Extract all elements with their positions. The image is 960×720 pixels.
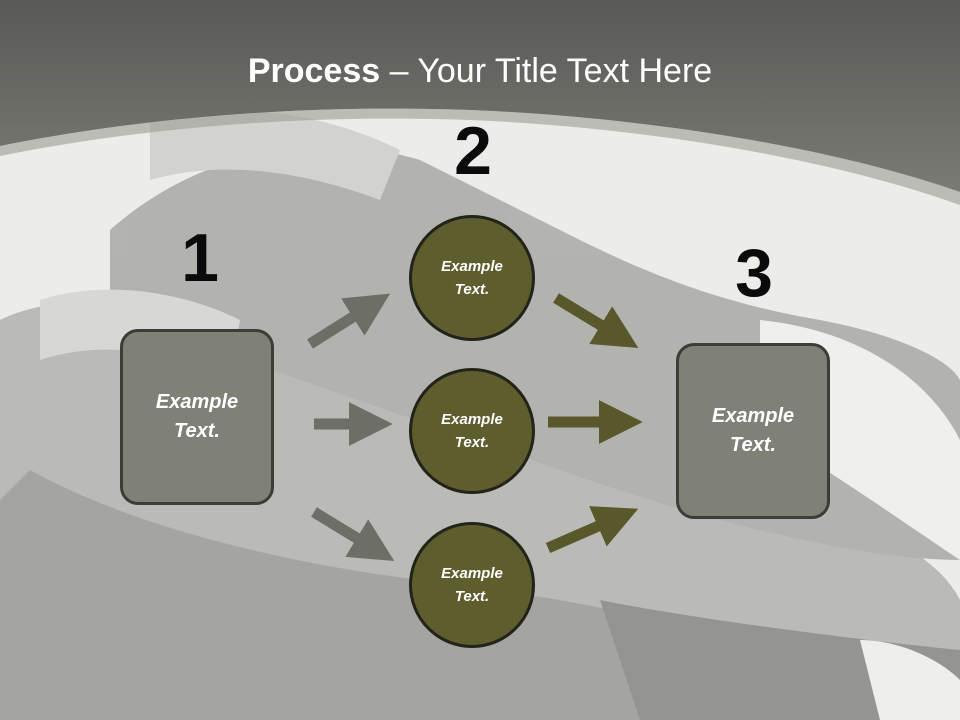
step2-circle-2-text: Example Text. bbox=[441, 411, 503, 451]
arrow-step1-to-circle3 bbox=[311, 507, 395, 562]
slide-title-rest: – Your Title Text Here bbox=[380, 52, 713, 90]
slide-title-bold: Process bbox=[247, 52, 381, 90]
step-number-3: 3 bbox=[735, 235, 773, 311]
step2-circle-3-text: Example Text. bbox=[441, 565, 503, 605]
step3-box: Example Text. bbox=[676, 343, 830, 519]
step2-circle-3: Example Text. bbox=[409, 522, 535, 648]
slide-title: Process – Your Title Text Here bbox=[0, 52, 960, 91]
arrow-step1-to-circle1 bbox=[307, 293, 391, 349]
step2-circle-1: Example Text. bbox=[409, 215, 535, 341]
arrow-circle3-to-step3 bbox=[545, 506, 639, 554]
step2-circle-1-text: Example Text. bbox=[441, 258, 503, 298]
step-number-1: 1 bbox=[181, 220, 219, 296]
step1-text: Example Text. bbox=[155, 391, 239, 442]
step2-circle-2: Example Text. bbox=[409, 368, 535, 494]
step-number-2: 2 bbox=[454, 113, 492, 189]
arrow-circle1-to-step3 bbox=[553, 293, 639, 348]
step1-box: Example Text. bbox=[120, 329, 274, 505]
step3-text: Example Text. bbox=[711, 405, 795, 456]
